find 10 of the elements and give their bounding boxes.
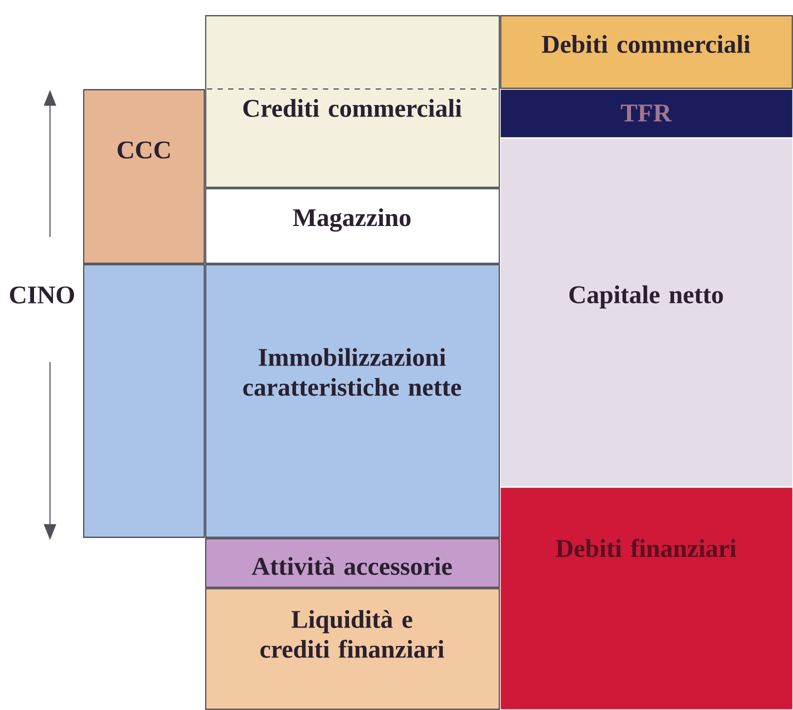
account-box: Capitale netto	[500, 138, 792, 486]
account-box: Magazzino	[205, 188, 500, 264]
account-box: Debiti finanziari	[500, 488, 792, 710]
account-box: Attività accessorie	[205, 538, 500, 588]
account-box: CCC	[83, 89, 205, 264]
side-label: CINO	[10, 286, 74, 304]
account-box: TFR	[500, 90, 792, 138]
account-box: Debiti commerciali	[500, 15, 793, 89]
account-box: Crediti commerciali	[205, 15, 500, 188]
account-box: Liquidità e crediti finanziari	[205, 588, 500, 710]
